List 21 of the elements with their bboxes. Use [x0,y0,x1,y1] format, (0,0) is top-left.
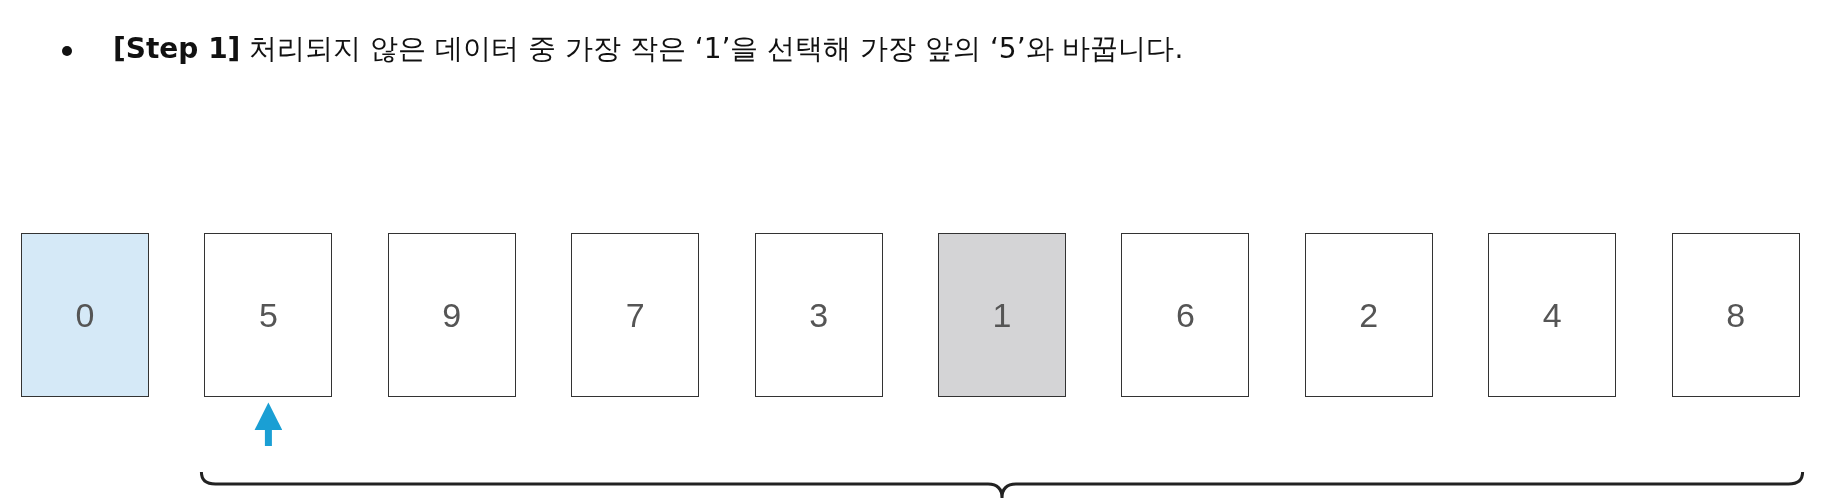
array-cell [1304,233,1433,397]
array-cell [21,233,149,397]
array-cell [387,233,516,397]
array-cell [204,233,333,397]
cell-value: 2 [1359,295,1379,335]
cell-value: 7 [625,295,645,335]
array-cell [1488,233,1617,397]
array-cell [1121,233,1250,397]
cell-value: 6 [1175,295,1195,335]
cell-value: 3 [809,295,829,335]
cell-value: 4 [1542,295,1562,335]
cell-value: 1 [992,295,1012,335]
array-cell [754,233,883,397]
array-cell [938,233,1066,397]
array-cell [1671,233,1800,397]
cell-value: 8 [1726,295,1746,335]
heading-text: [Step 1] 처리되지 않은 데이터 중 가장 작은 ‘1’을 선택해 가장 앞의 ‘5’와 바꿉니다. [113,31,1184,67]
cell-value: 5 [258,295,278,335]
cell-value: 9 [442,295,462,335]
array-cell [571,233,700,397]
cell-value: 0 [75,295,95,335]
